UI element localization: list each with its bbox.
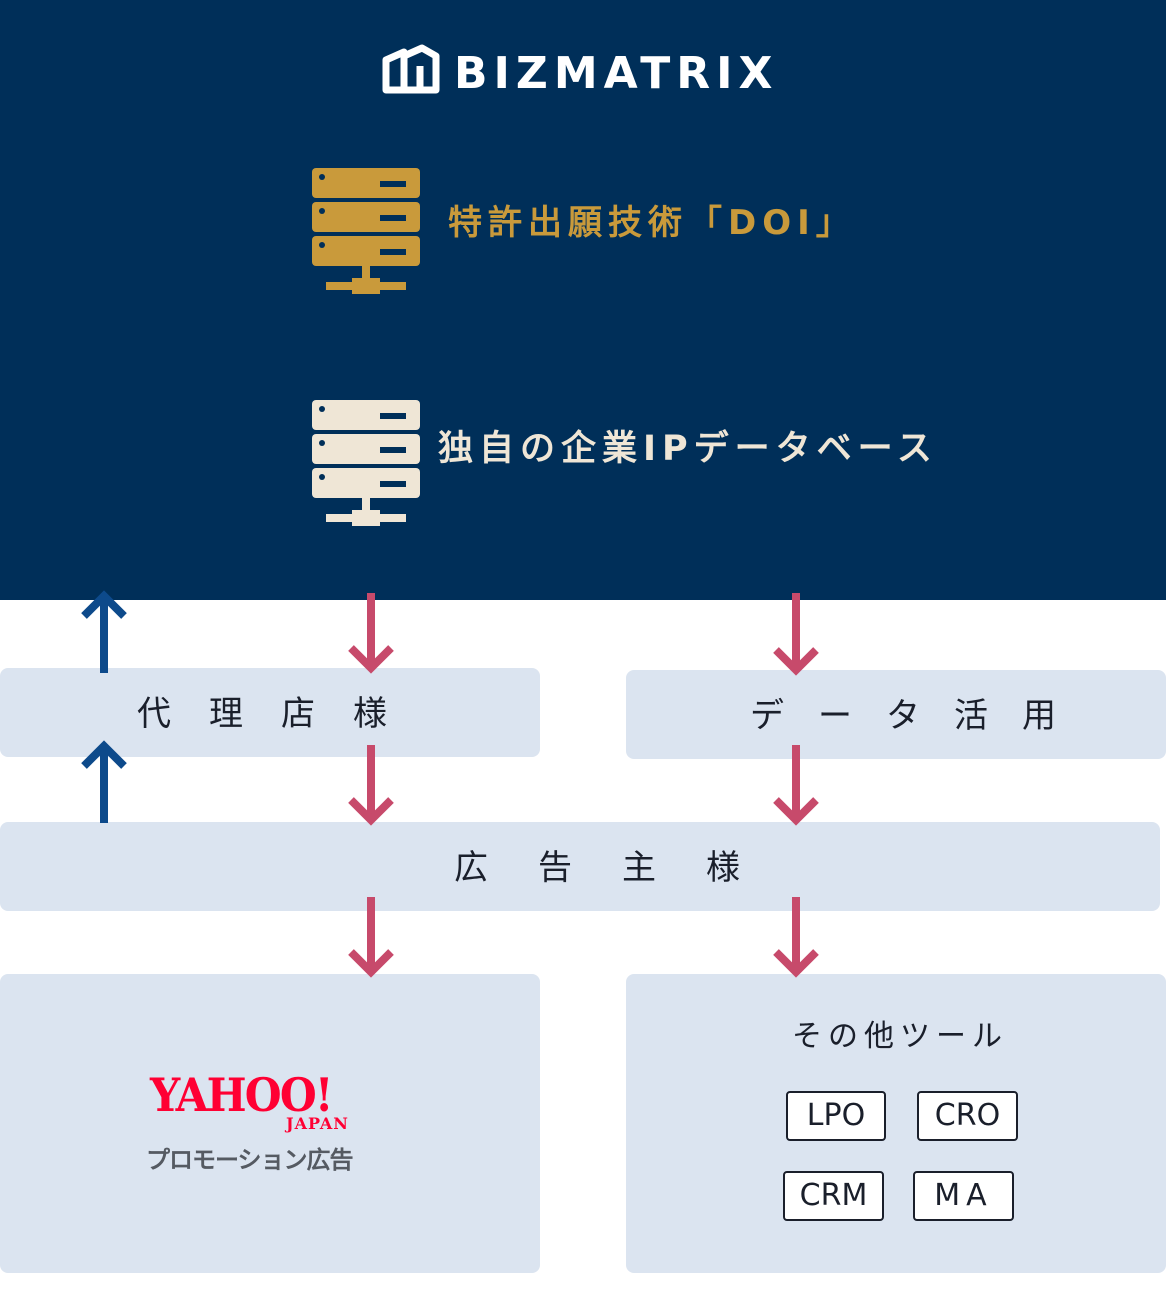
bizmatrix-logo-icon: [382, 44, 440, 94]
arrow-down-icon: [773, 593, 819, 676]
tool-crm: CRM: [783, 1171, 884, 1221]
advertiser-label: 広告主様: [454, 848, 790, 888]
hero-panel: [0, 0, 1166, 600]
tool-lpo: LPO: [786, 1091, 886, 1141]
tool-cro: CRO: [917, 1091, 1018, 1141]
data-use-label: データ活用: [750, 696, 1090, 736]
server-ipdb-label: 独自の企業IPデータベース: [438, 429, 938, 469]
arrow-up-icon: [81, 590, 127, 673]
arrow-up-icon: [81, 740, 127, 823]
brand-name: BIZMATRIX: [454, 48, 779, 99]
server-doi-label: 特許出願技術「DOI」: [448, 203, 856, 243]
yahoo-logo: YAHOO!: [150, 1068, 333, 1122]
agency-label: 代理店様: [137, 694, 425, 734]
data-use-box: [626, 670, 1166, 759]
server-ipdb-icon: [312, 400, 420, 526]
server-doi-icon: [312, 168, 420, 294]
logo-area: [312, 44, 440, 526]
yahoo-box: [0, 974, 540, 1273]
tool-ma: MA: [913, 1171, 1014, 1221]
tools-title: その他ツール: [792, 1019, 1008, 1054]
arrow-down-icon: [773, 745, 819, 826]
yahoo-promo-caption: プロモーション広告: [146, 1146, 354, 1174]
yahoo-japan-text: JAPAN: [286, 1114, 349, 1133]
agency-box: [0, 668, 540, 757]
arrow-down-icon: [348, 897, 394, 978]
tools-box: [626, 974, 1166, 1273]
arrow-down-icon: [348, 745, 394, 826]
arrow-down-icon: [348, 593, 394, 674]
advertiser-box: [0, 822, 1160, 911]
arrow-down-icon: [773, 897, 819, 978]
